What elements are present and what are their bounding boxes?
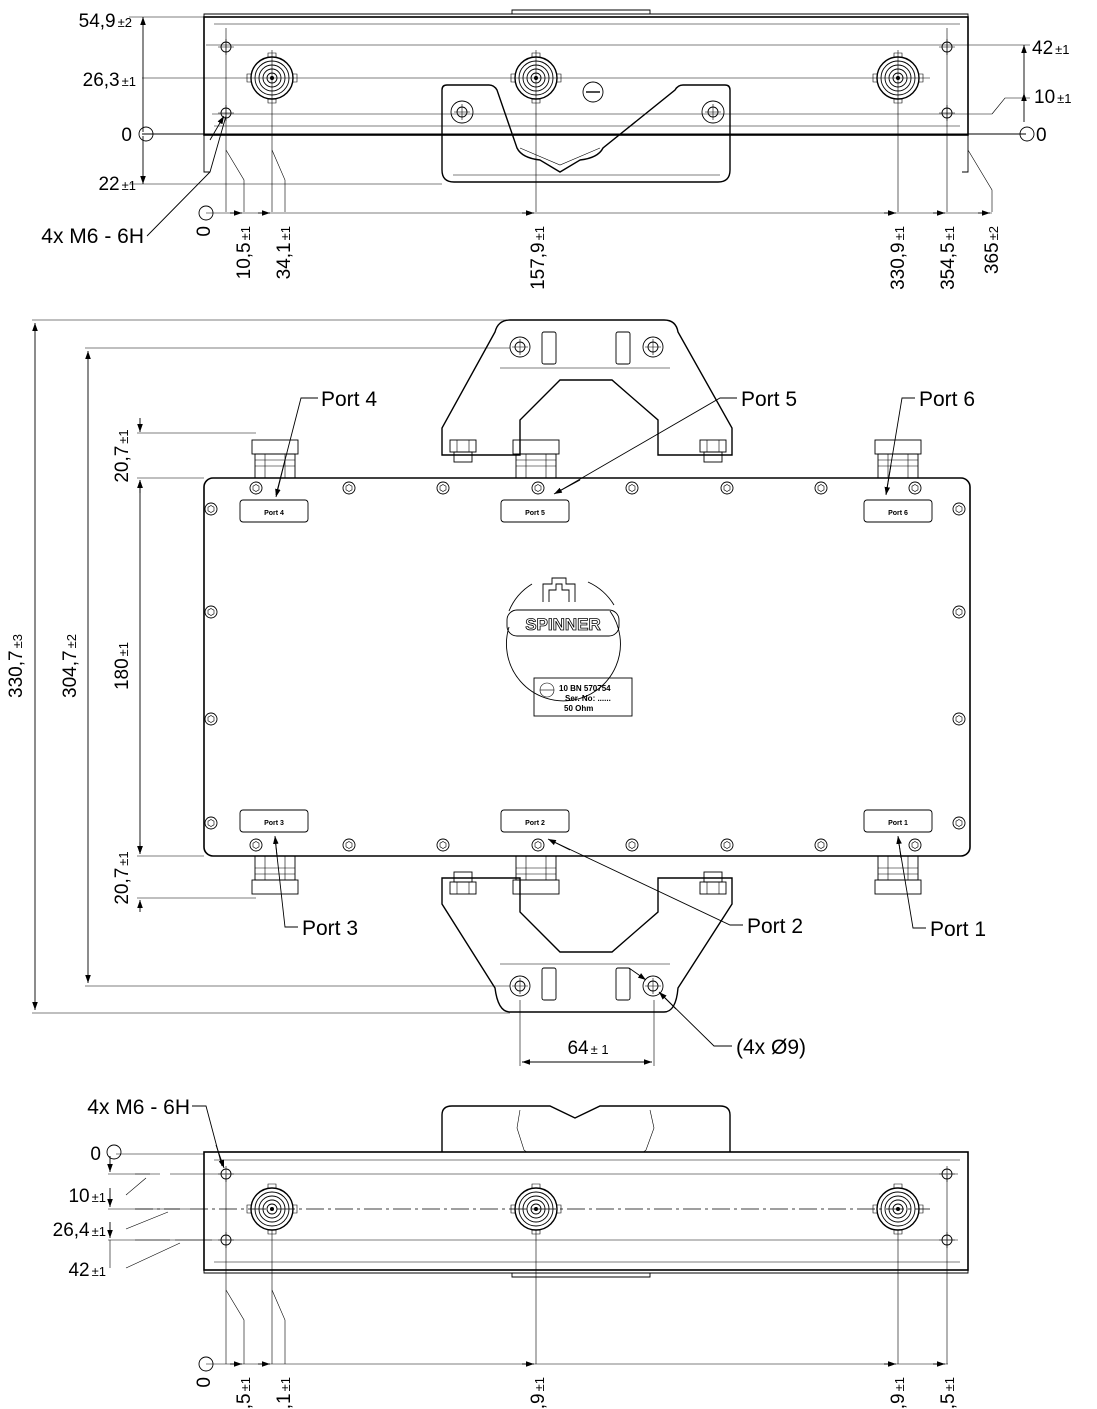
- svg-text:Port 2: Port 2: [525, 820, 545, 827]
- svg-text:180±1: 180±1: [112, 642, 133, 690]
- dim-overall-height: 330,7±3: [6, 634, 27, 698]
- top-left-zero: 0: [121, 125, 132, 146]
- svg-text:Port 5: Port 5: [525, 510, 545, 517]
- dim-connector-top: 20,7±1: [112, 429, 133, 482]
- bottom-dim-4: 354,5±1: [938, 1377, 959, 1409]
- bottom-dim-2: 157,9±1: [528, 1377, 549, 1409]
- bottom-view-outline: [203, 1151, 969, 1271]
- svg-text:10 BN 570754: 10 BN 570754: [559, 684, 611, 693]
- port-tag-1: [863, 809, 933, 833]
- svg-text:20,7±1: 20,7±1: [112, 851, 133, 904]
- svg-text:34,1±1: 34,1±1: [274, 226, 295, 279]
- top-view: 54,9±2 26,3±1 0 22±1 42±1 10±1 0 4x M6 -…: [41, 9, 1072, 290]
- svg-text:34,1±1: 34,1±1: [274, 1377, 295, 1409]
- dim-slot-spacing: 64± 1: [567, 1038, 608, 1059]
- port-5-label: Port 5: [741, 388, 797, 411]
- top-bottom-dim-0: 10,5±1: [234, 226, 255, 279]
- dim-hole-span: 304,7±2: [60, 634, 81, 698]
- port-tag-3: [239, 809, 309, 833]
- svg-text:50 Ohm: 50 Ohm: [564, 704, 593, 713]
- bottom-left-dim-2: 42±1: [68, 1260, 106, 1281]
- svg-text:10,5±1: 10,5±1: [234, 1377, 255, 1409]
- dim-body-height: 180±1: [112, 642, 133, 690]
- port-tag-6: [863, 499, 933, 523]
- bottom-left-dim-0: 10±1: [68, 1186, 106, 1207]
- port-2-label: Port 2: [747, 915, 803, 938]
- svg-text:Port 4: Port 4: [264, 510, 284, 517]
- svg-text:10,5±1: 10,5±1: [234, 226, 255, 279]
- port-6-label: Port 6: [919, 388, 975, 411]
- svg-text:365±2: 365±2: [982, 226, 1003, 274]
- bottom-dim-0: 10,5±1: [234, 1377, 255, 1409]
- top-right-dim-1: 10±1: [1034, 87, 1072, 108]
- svg-text:22±1: 22±1: [98, 174, 136, 195]
- bottom-left-zero: 0: [90, 1144, 101, 1165]
- top-bottom-dim-3: 330,9±1: [888, 226, 909, 290]
- top-origin-zero: 0: [194, 226, 215, 237]
- port-4-label: Port 4: [321, 388, 377, 411]
- bottom-dim-1: 34,1±1: [274, 1377, 295, 1409]
- hole-note: (4x Ø9): [736, 1036, 806, 1059]
- svg-text:304,7±2: 304,7±2: [60, 634, 81, 698]
- svg-text:157,9±1: 157,9±1: [528, 1377, 549, 1409]
- bottom-thread-note: 4x M6 - 6H: [87, 1096, 190, 1119]
- svg-text:20,7±1: 20,7±1: [112, 429, 133, 482]
- svg-text:Ser. No: ......: Ser. No: ......: [565, 694, 611, 703]
- svg-text:26,4±1: 26,4±1: [53, 1220, 106, 1241]
- dim-connector-bottom: 20,7±1: [112, 851, 133, 904]
- top-bottom-dim-2: 157,9±1: [528, 226, 549, 290]
- bottom-origin-zero: 0: [194, 1377, 215, 1388]
- port-tag-2: [500, 809, 570, 833]
- top-right-zero: 0: [1036, 125, 1047, 146]
- spinner-logo: SPINNER: [506, 577, 621, 702]
- svg-text:354,5±1: 354,5±1: [938, 1377, 959, 1409]
- lower-bracket: [441, 877, 733, 1013]
- housing-body: [203, 477, 971, 857]
- svg-text:SPINNER: SPINNER: [525, 615, 601, 634]
- bottom-view: 4x M6 - 6H 0 10±1 26,4±1 42±1 0 10,5±1 3…: [53, 1096, 969, 1409]
- top-left-dim-0: 54,9±2: [79, 11, 132, 32]
- svg-text:354,5±1: 354,5±1: [938, 226, 959, 290]
- svg-text:157,9±1: 157,9±1: [528, 226, 549, 290]
- svg-text:330,9±1: 330,9±1: [888, 1377, 909, 1409]
- port-3-label: Port 3: [302, 917, 358, 940]
- top-view-bracket: [441, 84, 731, 183]
- top-bottom-dim-1: 34,1±1: [274, 226, 295, 279]
- port-tag-4: [239, 499, 309, 523]
- nameplate: 10 BN 570754 Ser. No: ...... 50 Ohm: [533, 677, 633, 717]
- upper-bracket: [441, 319, 733, 456]
- bottom-left-dim-1: 26,4±1: [53, 1220, 106, 1241]
- front-view: Port 4 Port 5 Port 6 Port 3 Port 2 Port …: [6, 319, 986, 1066]
- svg-text:10±1: 10±1: [68, 1186, 106, 1207]
- svg-text:26,3±1: 26,3±1: [83, 70, 136, 91]
- bottom-bracket: [441, 1105, 731, 1163]
- top-bottom-dim-4: 354,5±1: [938, 226, 959, 290]
- top-thread-note: 4x M6 - 6H: [41, 225, 144, 248]
- svg-text:10±1: 10±1: [1034, 87, 1072, 108]
- svg-text:330,7±3: 330,7±3: [6, 634, 27, 698]
- svg-text:64± 1: 64± 1: [567, 1038, 608, 1059]
- svg-text:54,9±2: 54,9±2: [79, 11, 132, 32]
- top-bottom-dim-5: 365±2: [982, 226, 1003, 274]
- svg-text:Port 6: Port 6: [888, 510, 908, 517]
- bottom-dim-3: 330,9±1: [888, 1377, 909, 1409]
- svg-text:330,9±1: 330,9±1: [888, 226, 909, 290]
- port-tag-5: [500, 499, 570, 523]
- svg-text:Port 3: Port 3: [264, 820, 284, 827]
- top-left-dim-3: 22±1: [98, 174, 136, 195]
- svg-text:Port 1: Port 1: [888, 820, 908, 827]
- svg-text:42±1: 42±1: [68, 1260, 106, 1281]
- top-right-dim-0: 42±1: [1032, 38, 1070, 59]
- top-left-dim-1: 26,3±1: [83, 70, 136, 91]
- port-1-label: Port 1: [930, 918, 986, 941]
- svg-text:42±1: 42±1: [1032, 38, 1070, 59]
- top-view-outline: [203, 16, 969, 136]
